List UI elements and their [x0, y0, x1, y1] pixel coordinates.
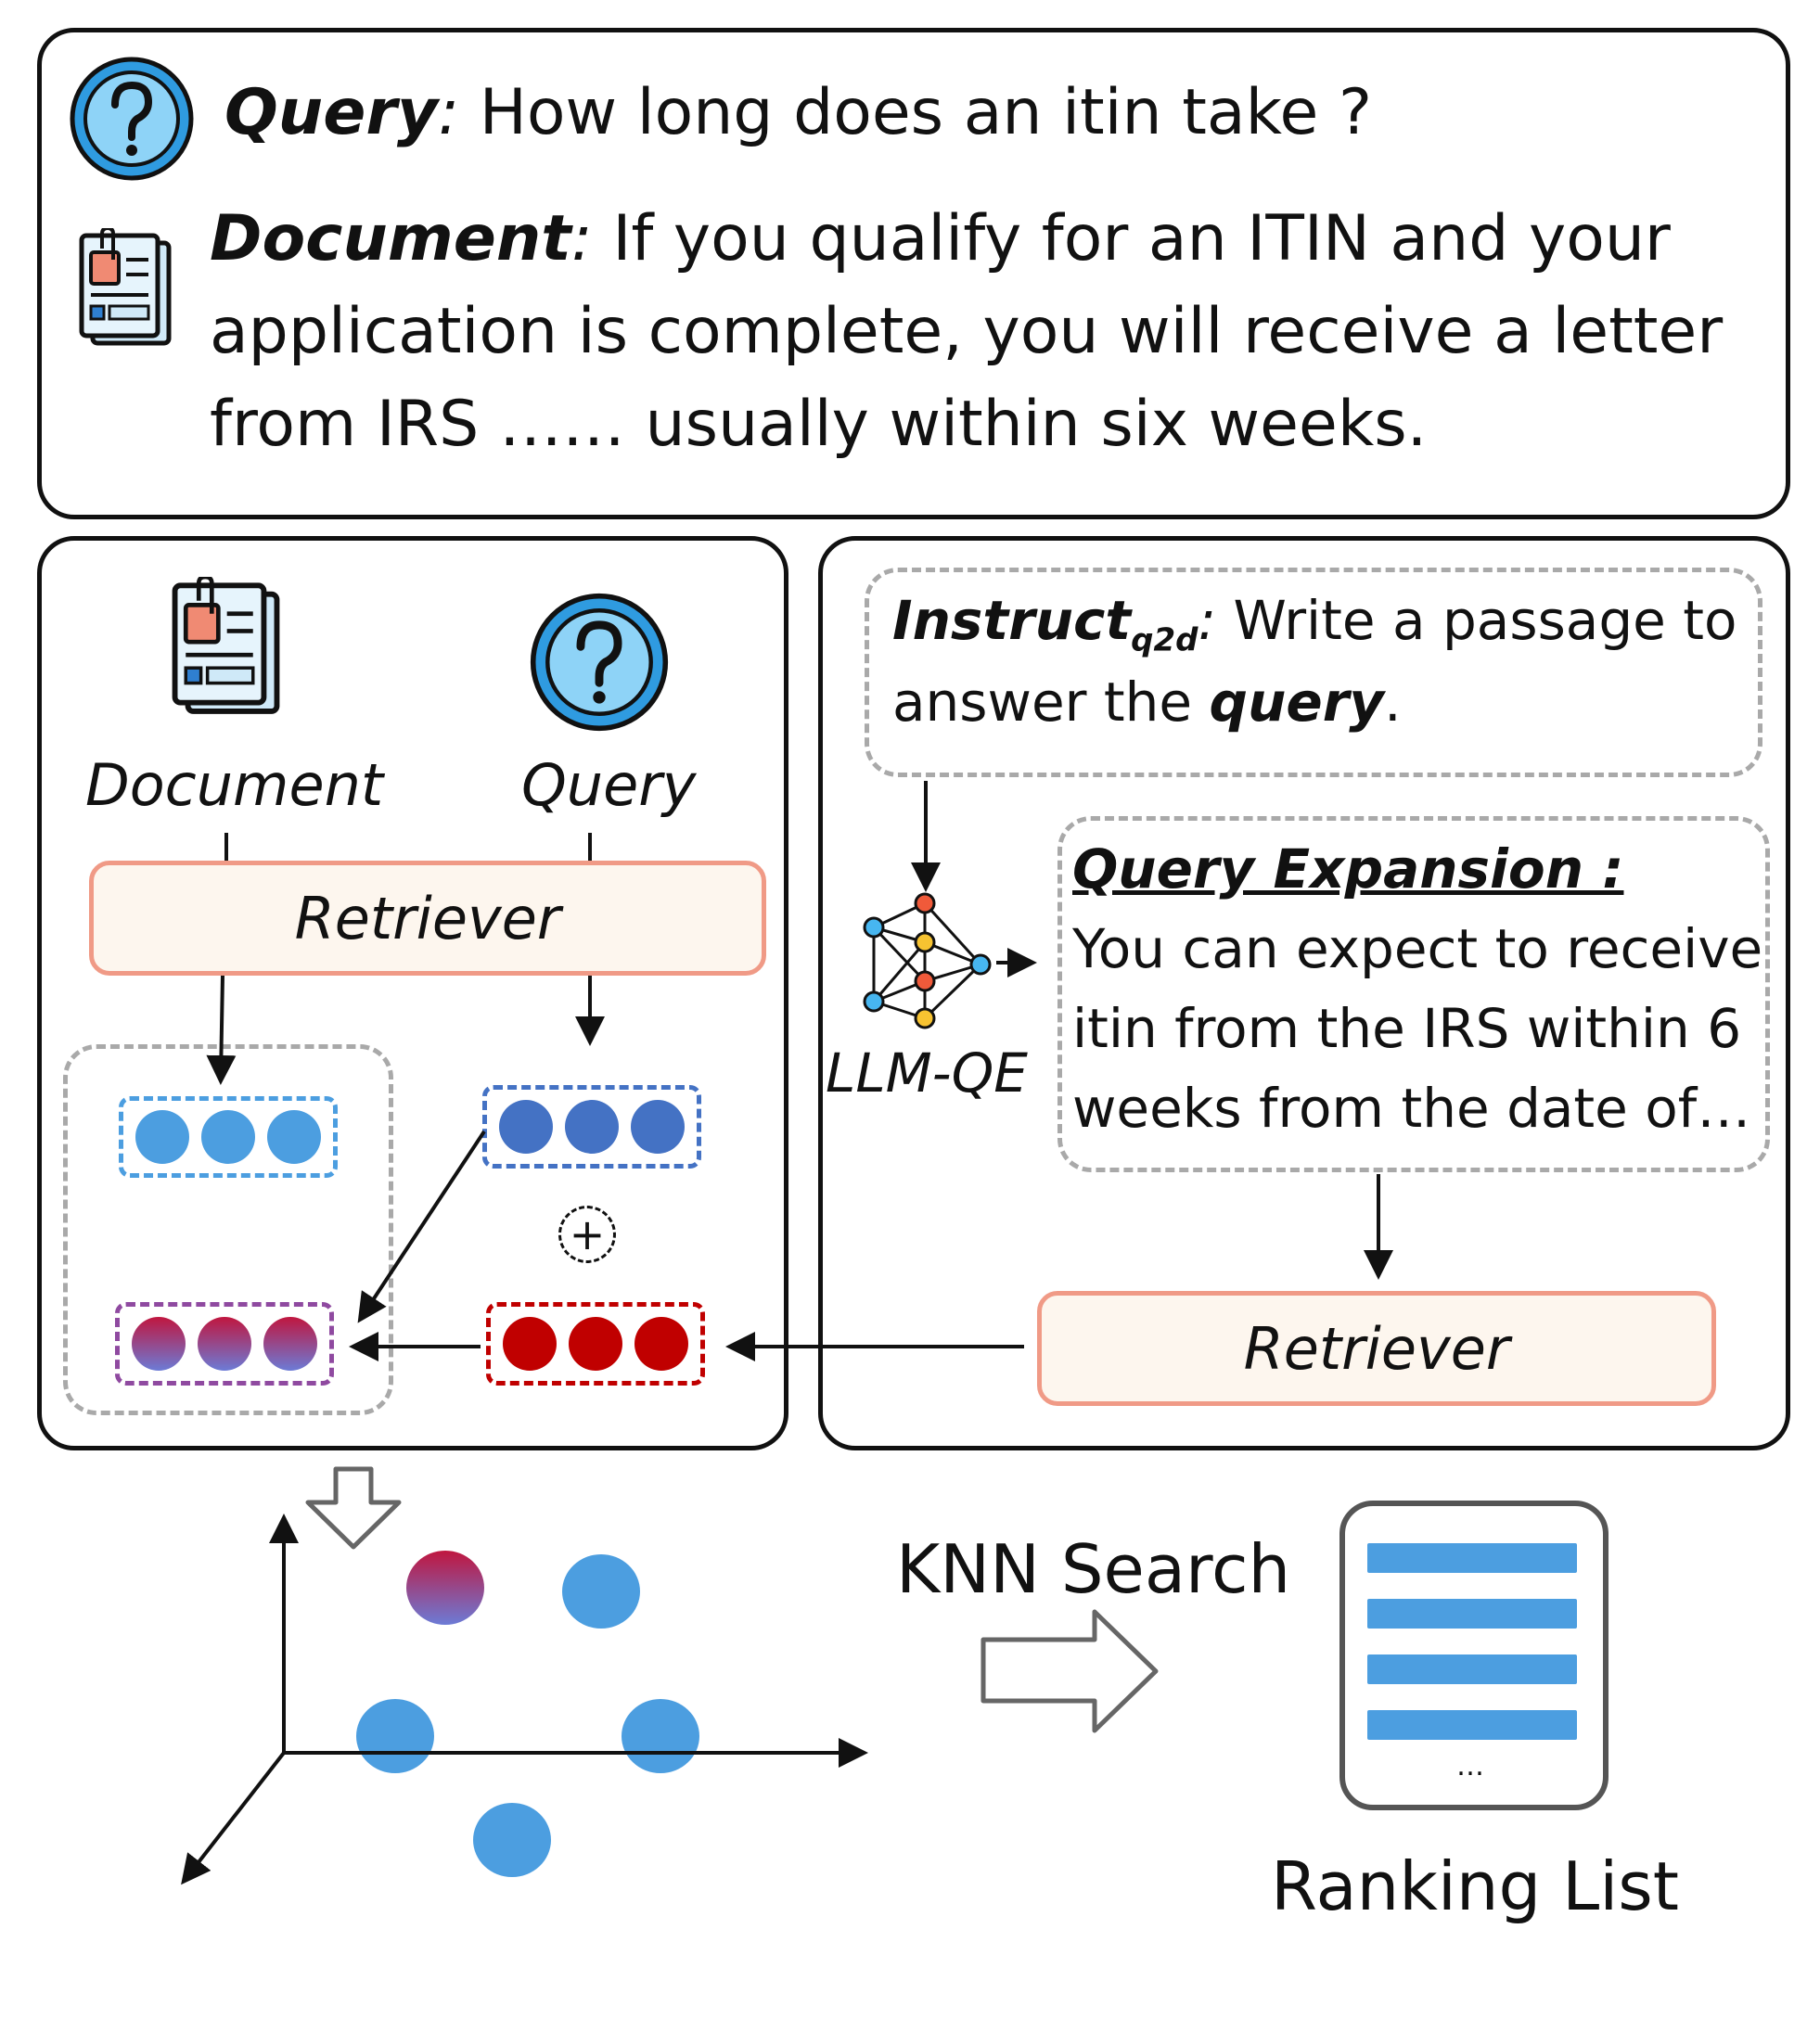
query-text: How long does an itin take ?	[459, 76, 1373, 149]
document-colon: :	[570, 202, 593, 275]
space-point	[356, 1699, 434, 1773]
query-line: Query: How long does an itin take ?	[224, 82, 1372, 145]
hollow-arrow-icon	[305, 1466, 402, 1550]
ranking-item	[1367, 1654, 1577, 1684]
knn-search-label: KNN Search	[896, 1530, 1291, 1608]
embedding-dot	[132, 1317, 186, 1371]
expansion-box	[1057, 816, 1770, 1172]
embedding-dot	[135, 1110, 189, 1164]
query-embedding	[482, 1085, 701, 1169]
example-panel	[37, 28, 1790, 519]
embedding-dot	[263, 1317, 317, 1371]
instruct-text-1: Write a passage to	[1216, 589, 1737, 652]
instruction-line-2: answer the query.	[892, 675, 1402, 729]
space-point	[622, 1699, 699, 1773]
document-caption: Document	[85, 751, 384, 819]
embedding-dot	[201, 1110, 255, 1164]
document-icon	[79, 228, 172, 346]
expansion-line-3: weeks from the date of…	[1072, 1077, 1751, 1140]
document-embedding	[119, 1096, 338, 1178]
instruct-query-word: query	[1209, 671, 1385, 734]
embedding-dot	[631, 1100, 685, 1154]
embedding-dot	[267, 1110, 321, 1164]
document-line-2: application is complete, you will receiv…	[210, 295, 1724, 368]
document-text-1: If you qualify for an ITIN and your	[592, 202, 1671, 275]
expansion-line-1: You can expect to receive	[1072, 917, 1763, 980]
instruct-subscript: q2d	[1131, 621, 1198, 659]
neural-network-icon	[863, 892, 992, 1029]
query-colon: :	[438, 76, 460, 149]
space-point	[473, 1803, 551, 1877]
ranking-item	[1367, 1599, 1577, 1629]
instruct-text-2: answer the	[892, 671, 1210, 734]
space-point	[562, 1554, 640, 1629]
question-icon	[70, 57, 194, 181]
ranking-ellipsis: …	[1456, 1750, 1484, 1782]
hollow-arrow-icon	[980, 1609, 1159, 1733]
document-icon	[172, 577, 280, 714]
instruction-box	[865, 568, 1762, 777]
llm-qe-label: LLM-QE	[826, 1041, 1028, 1105]
space-point-fused	[406, 1551, 484, 1625]
ranking-item	[1367, 1543, 1577, 1573]
instruct-period: .	[1384, 671, 1402, 734]
instruct-word: Instruct	[892, 589, 1132, 652]
query-label: Query	[224, 76, 439, 149]
instruction-line-1: Instructq2d: Write a passage to	[892, 594, 1737, 657]
retriever-box-right: Retriever	[1037, 1291, 1716, 1406]
document-line-3: from IRS …… usually within six weeks.	[210, 388, 1428, 461]
ranking-item	[1367, 1710, 1577, 1740]
expansion-title: Query Expansion :	[1072, 837, 1624, 901]
retriever-label: Retriever	[294, 884, 561, 952]
embedding-dot	[569, 1317, 622, 1371]
retriever-box-left: Retriever	[89, 861, 766, 976]
question-icon	[530, 593, 669, 732]
expansion-embedding	[486, 1302, 705, 1386]
embedding-dot	[634, 1317, 688, 1371]
fusion-container	[63, 1044, 393, 1415]
plus-circle-icon: +	[558, 1206, 616, 1263]
embedding-dot	[503, 1317, 557, 1371]
document-label: Document	[210, 202, 571, 275]
ranking-list-label: Ranking List	[1271, 1847, 1679, 1925]
retriever-label: Retriever	[1243, 1314, 1510, 1383]
fused-embedding	[115, 1302, 334, 1386]
embedding-dot	[565, 1100, 619, 1154]
query-caption: Query	[521, 751, 697, 819]
plus-symbol: +	[569, 1209, 606, 1259]
encoder-panel	[37, 536, 788, 1450]
embedding-dot	[499, 1100, 553, 1154]
document-line-1: Document: If you qualify for an ITIN and…	[210, 208, 1671, 271]
expansion-line-2: itin from the IRS within 6	[1072, 997, 1742, 1060]
instruct-colon: :	[1198, 589, 1217, 652]
embedding-dot	[198, 1317, 251, 1371]
